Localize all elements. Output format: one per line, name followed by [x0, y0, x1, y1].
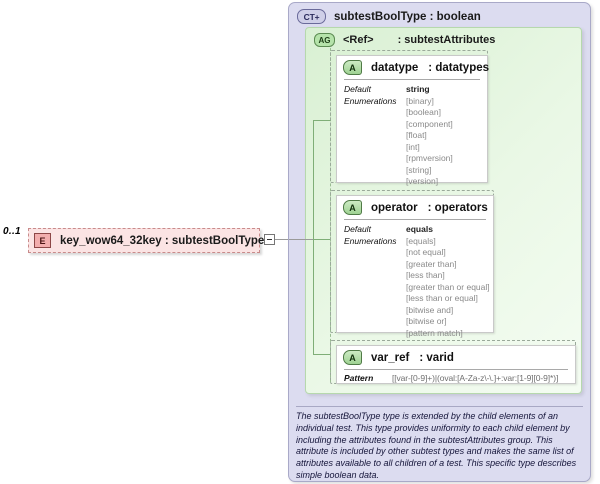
facet-enum-item: [less than or equal]: [406, 293, 478, 303]
facet-enum-item: [greater than or equal]: [406, 281, 490, 292]
pattern-label: Pattern: [344, 373, 374, 383]
facet-enum-item: [component]: [406, 118, 453, 129]
element-label: key_wow64_32key : subtestBoolType: [60, 234, 265, 247]
facet-labels-operator: Default Enumerations: [344, 224, 406, 339]
attribute-box-varref[interactable]: A var_ref : varid Pattern [[var-[0-9]+)|…: [336, 345, 576, 384]
collapse-expander-minus-icon[interactable]: [264, 234, 275, 245]
attribute-badge-icon: A: [343, 200, 362, 215]
attribute-header-varref: A var_ref : varid: [337, 346, 575, 368]
documentation-separator: [296, 406, 583, 407]
facet-default-value: string: [406, 84, 430, 94]
facet-enum-item: [int]: [406, 141, 420, 152]
facet-enum-item: [less than]: [406, 270, 445, 280]
branch-trunk-vertical: [313, 120, 314, 240]
element-box-key-wow64-32key[interactable]: E key_wow64_32key : subtestBoolType: [28, 228, 264, 253]
facet-enum-item: [float]: [406, 130, 427, 140]
attribute-badge-icon: A: [343, 350, 362, 365]
facet-default-value: equals: [406, 224, 433, 234]
facet-enum-item: [version]: [406, 176, 439, 186]
facet-values-operator: equals [equals] [not equal] [greater tha…: [406, 224, 493, 339]
facet-enum-item: [bitwise or]: [406, 316, 447, 326]
pattern-value: [[var-[0-9]+)|(oval:[A-Za-z\-\.]+:var:[1…: [392, 373, 559, 383]
attribute-separator: [344, 219, 486, 220]
attribute-name-varref: var_ref: [371, 351, 410, 364]
attribute-type-operator: : operators: [427, 201, 488, 214]
attributegroup-badge-icon: AG: [314, 33, 335, 47]
facet-rows-datatype: Default Enumerations string [binary] [bo…: [337, 80, 487, 192]
attribute-header-datatype: A datatype : datatypes: [337, 56, 490, 78]
facet-label-default: Default: [344, 84, 371, 94]
pattern-row-varref: Pattern [[var-[0-9]+)|(oval:[A-Za-z\-\.]…: [337, 370, 575, 386]
facet-enum-item: [string]: [406, 164, 432, 175]
facet-label-enumerations: Enumerations: [344, 95, 397, 106]
attribute-type-datatype: : datatypes: [428, 61, 490, 74]
documentation-text: The subtestBoolType type is extended by …: [296, 411, 577, 480]
attributegroup-ref: <Ref>: [343, 34, 374, 46]
facet-enum-item: [greater than]: [406, 258, 457, 269]
complextype-badge-icon: CT+: [297, 9, 326, 24]
branch-trunk-vertical-lower: [313, 239, 314, 354]
facet-label-enumerations: Enumerations: [344, 235, 397, 246]
complextype-header: CT+ subtestBoolType : boolean: [297, 9, 481, 24]
attribute-box-datatype[interactable]: A datatype : datatypes Default Enumerati…: [336, 55, 490, 186]
facet-label-default: Default: [344, 224, 371, 234]
facet-enum-item: [pattern match]: [406, 327, 463, 338]
attribute-box-operator[interactable]: A operator : operators Default Enumerati…: [336, 195, 494, 338]
facet-labels-datatype: Default Enumerations: [344, 84, 406, 188]
branch-to-operator: [313, 239, 331, 240]
facet-enum-item: [rpmversion]: [406, 153, 453, 163]
facet-values-datatype: string [binary] [boolean] [component] [f…: [406, 84, 487, 188]
attribute-type-varref: : varid: [419, 351, 454, 364]
connector-line-horizontal: [275, 239, 289, 240]
facet-rows-operator: Default Enumerations equals [equals] [no…: [337, 220, 493, 343]
cardinality-label: 0..1: [3, 226, 21, 237]
facet-enum-item: [equals]: [406, 235, 436, 246]
branch-to-varref: [313, 354, 331, 355]
element-badge-icon: E: [34, 233, 51, 248]
attribute-separator: [344, 369, 568, 370]
facet-enum-item: [binary]: [406, 95, 434, 106]
attribute-badge-icon: A: [343, 60, 362, 75]
facet-enum-item: [boolean]: [406, 107, 441, 117]
complextype-title: subtestBoolType : boolean: [334, 10, 481, 23]
attribute-name-operator: operator: [371, 201, 418, 214]
branch-to-datatype: [313, 120, 331, 121]
attributegroup-type: : subtestAttributes: [397, 34, 496, 46]
facet-enum-item: [bitwise and]: [406, 304, 454, 315]
branch-connector-in: [289, 239, 314, 240]
attribute-separator: [344, 79, 480, 80]
attribute-header-operator: A operator : operators: [337, 196, 493, 218]
facet-enum-item: [not equal]: [406, 247, 446, 257]
attributegroup-header: AG <Ref> : subtestAttributes: [314, 33, 495, 47]
attribute-name-datatype: datatype: [371, 61, 419, 74]
